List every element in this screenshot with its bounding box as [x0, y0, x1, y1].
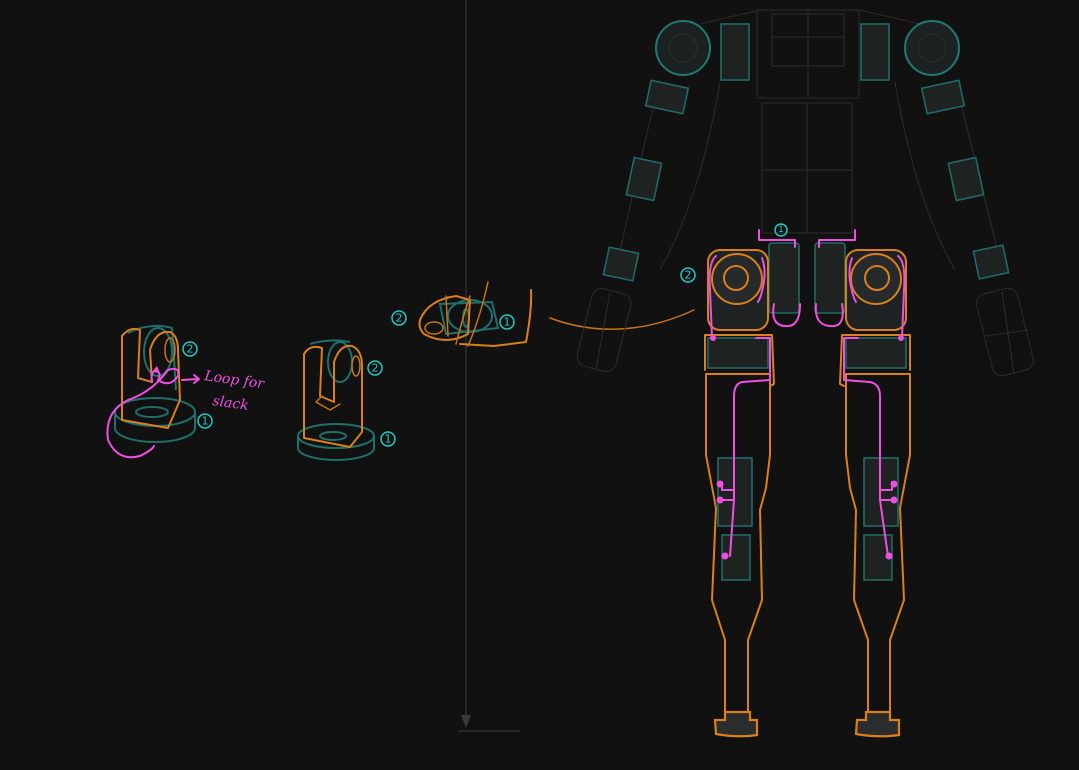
- svg-text:2: 2: [396, 312, 403, 325]
- sketch-1-label-2: 2: [182, 341, 198, 357]
- loop-for-slack-note-line2: slack: [211, 393, 249, 414]
- sketch-2-label-2: 2: [367, 360, 383, 376]
- sketch-1-label-1: 1: [197, 413, 213, 429]
- svg-text:1: 1: [385, 433, 392, 446]
- svg-text:1: 1: [504, 316, 511, 329]
- connector-arc: [549, 309, 695, 330]
- sketch-1-bracket-with-loop[interactable]: [106, 324, 200, 459]
- svg-text:2: 2: [372, 362, 379, 375]
- svg-text:2: 2: [685, 269, 692, 282]
- sketch-3-side-view[interactable]: [418, 281, 533, 347]
- robot-cad-wireframe[interactable]: [575, 9, 1036, 738]
- dimension-line: [458, 0, 520, 732]
- svg-text:2: 2: [187, 343, 194, 356]
- sketch-2-bracket[interactable]: [297, 339, 375, 461]
- svg-text:1: 1: [778, 225, 784, 235]
- robot-label-hip-joint: 2: [680, 267, 696, 283]
- sketch-3-label-1: 1: [499, 314, 515, 330]
- loop-for-slack-note-line1: Loop for: [202, 368, 266, 392]
- sketch-3-label-2: 2: [391, 310, 407, 326]
- sketch-2-label-1: 1: [380, 431, 396, 447]
- robot-label-torso-bracket: 1: [774, 223, 788, 237]
- svg-text:1: 1: [202, 415, 209, 428]
